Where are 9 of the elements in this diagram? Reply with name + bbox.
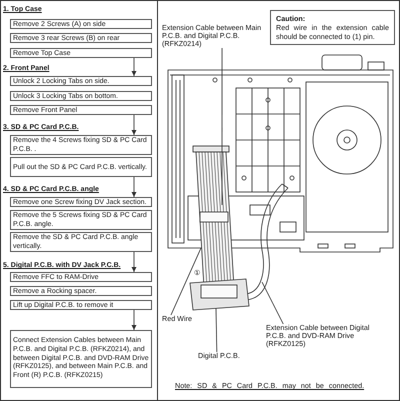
arrow xyxy=(132,310,136,330)
leader-line xyxy=(216,308,218,352)
arrow xyxy=(132,176,136,198)
caution-box xyxy=(270,10,395,45)
leader-line xyxy=(262,282,284,324)
arrow xyxy=(132,114,136,136)
leader-line xyxy=(170,248,202,316)
arrow xyxy=(132,252,136,272)
arrow xyxy=(132,58,136,76)
